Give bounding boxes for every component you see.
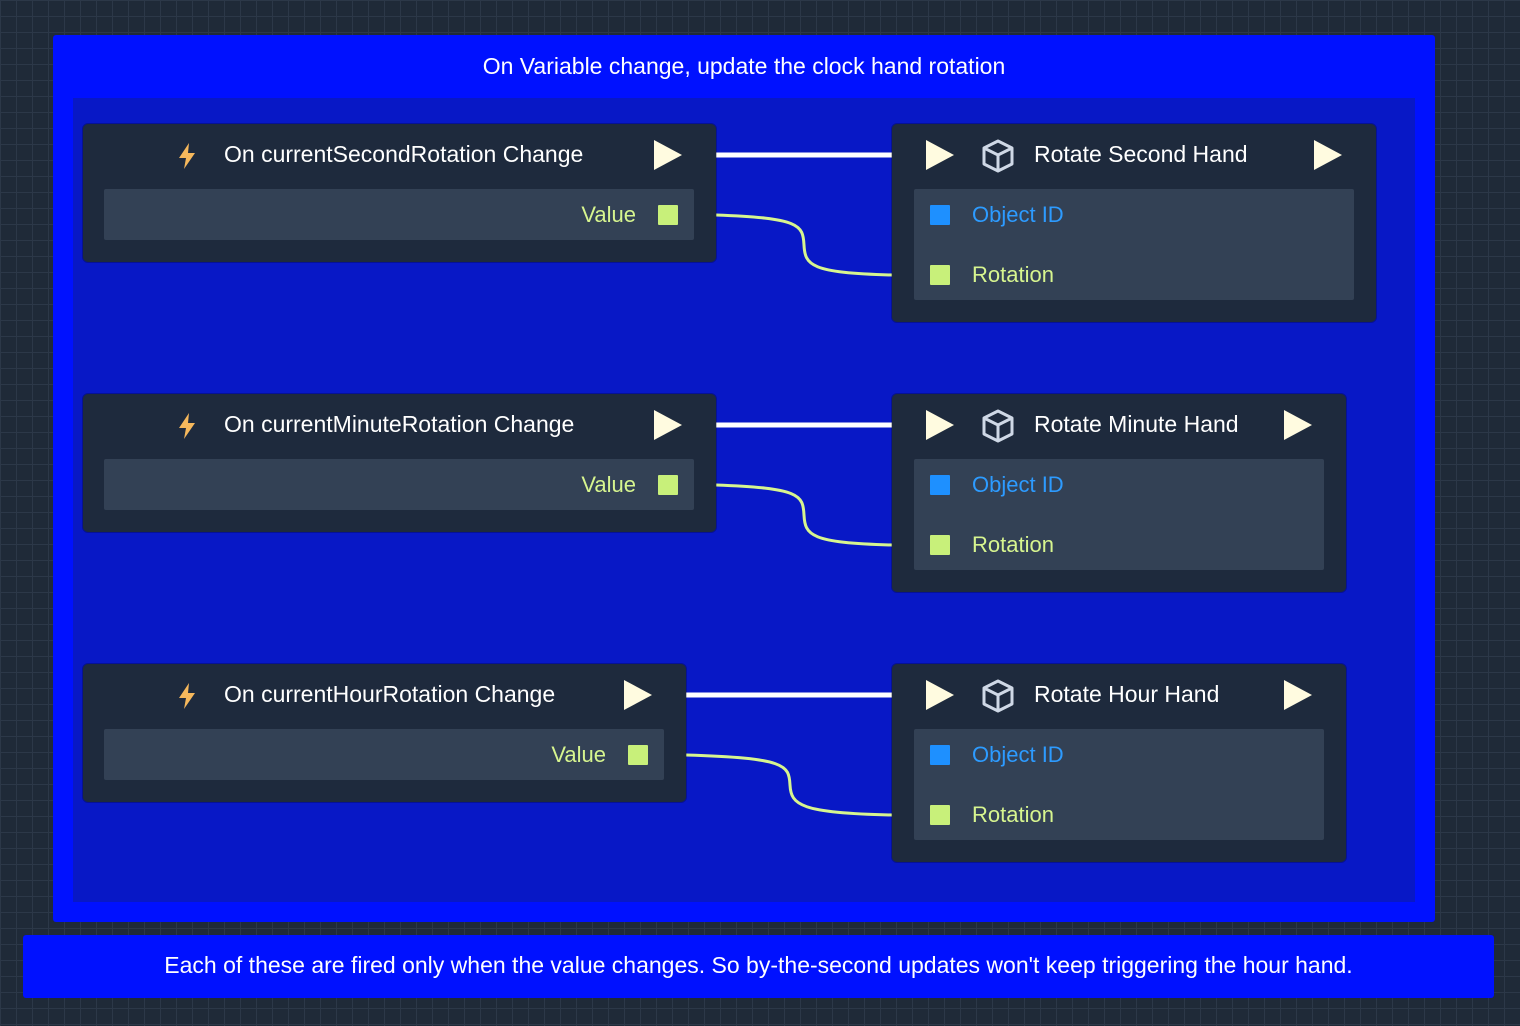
- rotation-input-pin[interactable]: [930, 805, 950, 825]
- node-header: Rotate Second Hand: [892, 124, 1376, 186]
- action-node-minute[interactable]: Rotate Minute Hand Object ID Rotation: [892, 394, 1346, 592]
- cube-icon: [982, 139, 1014, 173]
- value-output-label: Value: [551, 742, 606, 767]
- rotation-input-pin[interactable]: [930, 265, 950, 285]
- lightning-bolt-icon: [179, 683, 195, 709]
- object-id-input-row: Object ID: [914, 729, 1324, 789]
- pin-area: Value: [104, 729, 664, 780]
- rotation-label: Rotation: [972, 802, 1054, 827]
- rotation-label: Rotation: [972, 532, 1054, 557]
- event-node-hour[interactable]: On currentHourRotation Change Value: [83, 664, 686, 802]
- rotation-input-row: Rotation: [914, 789, 1324, 849]
- exec-output-pin[interactable]: [1282, 408, 1314, 442]
- value-output-pin[interactable]: [628, 745, 648, 765]
- cube-icon: [982, 679, 1014, 713]
- event-node-minute[interactable]: On currentMinuteRotation Change Value: [83, 394, 716, 532]
- node-header: Rotate Hour Hand: [892, 664, 1346, 726]
- object-id-label: Object ID: [972, 472, 1064, 497]
- pin-area: Value: [104, 459, 694, 510]
- note-box[interactable]: Each of these are fired only when the va…: [23, 935, 1494, 998]
- data-wire-second: [715, 213, 893, 277]
- pin-area: Object ID Rotation: [914, 729, 1324, 840]
- data-wire-hour: [685, 753, 893, 817]
- node-title: Rotate Hour Hand: [1034, 681, 1220, 707]
- action-node-hour[interactable]: Rotate Hour Hand Object ID Rotation: [892, 664, 1346, 862]
- object-id-label: Object ID: [972, 202, 1064, 227]
- exec-output-pin[interactable]: [1282, 678, 1314, 712]
- exec-output-pin[interactable]: [1312, 138, 1344, 172]
- node-header: On currentHourRotation Change: [83, 664, 686, 726]
- event-node-second[interactable]: On currentSecondRotation Change Value: [83, 124, 716, 262]
- node-title: Rotate Second Hand: [1034, 141, 1248, 167]
- data-wire-minute: [715, 483, 893, 547]
- cube-icon: [982, 409, 1014, 443]
- object-id-input-pin[interactable]: [930, 745, 950, 765]
- value-output-label: Value: [581, 202, 636, 227]
- rotation-label: Rotation: [972, 262, 1054, 287]
- pin-area: Object ID Rotation: [914, 189, 1354, 300]
- rotation-input-row: Rotation: [914, 249, 1354, 309]
- comment-title: On Variable change, update the clock han…: [482, 53, 1006, 79]
- object-id-input-row: Object ID: [914, 189, 1354, 249]
- exec-output-pin[interactable]: [622, 678, 654, 712]
- node-header: On currentSecondRotation Change: [83, 124, 716, 186]
- node-header: On currentMinuteRotation Change: [83, 394, 716, 456]
- exec-input-pin[interactable]: [924, 138, 956, 172]
- lightning-bolt-icon: [179, 143, 195, 169]
- object-id-label: Object ID: [972, 742, 1064, 767]
- rotation-input-pin[interactable]: [930, 535, 950, 555]
- value-output-pin[interactable]: [658, 475, 678, 495]
- node-title: On currentHourRotation Change: [224, 681, 556, 707]
- node-title: Rotate Minute Hand: [1034, 411, 1239, 437]
- object-id-input-row: Object ID: [914, 459, 1324, 519]
- pin-area: Value: [104, 189, 694, 240]
- node-title: On currentSecondRotation Change: [224, 141, 584, 167]
- value-output-pin[interactable]: [658, 205, 678, 225]
- node-header: Rotate Minute Hand: [892, 394, 1346, 456]
- lightning-bolt-icon: [179, 413, 195, 439]
- object-id-input-pin[interactable]: [930, 475, 950, 495]
- action-node-second[interactable]: Rotate Second Hand Object ID Rotation: [892, 124, 1376, 322]
- pin-area: Object ID Rotation: [914, 459, 1324, 570]
- rotation-input-row: Rotation: [914, 519, 1324, 579]
- exec-input-pin[interactable]: [924, 678, 956, 712]
- exec-output-pin[interactable]: [652, 408, 684, 442]
- exec-output-pin[interactable]: [652, 138, 684, 172]
- node-title: On currentMinuteRotation Change: [224, 411, 575, 437]
- note-text: Each of these are fired only when the va…: [164, 952, 1353, 978]
- value-output-label: Value: [581, 472, 636, 497]
- exec-input-pin[interactable]: [924, 408, 956, 442]
- object-id-input-pin[interactable]: [930, 205, 950, 225]
